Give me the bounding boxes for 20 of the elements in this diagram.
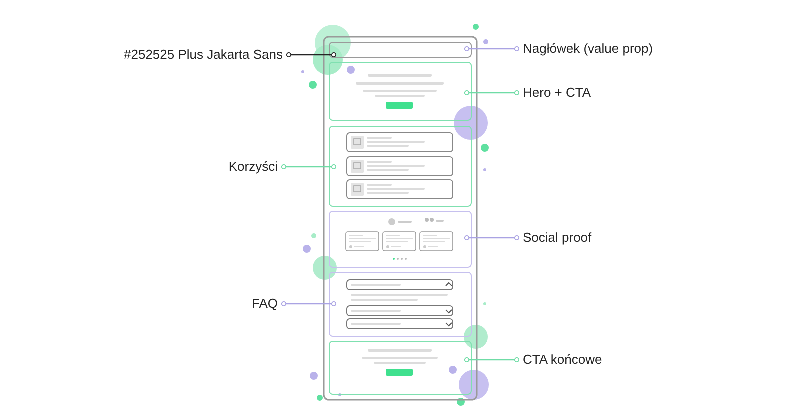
- callout-label: Social proof: [523, 230, 623, 246]
- leader-line: [281, 164, 337, 170]
- leader-line: [464, 90, 520, 96]
- leader-line: [281, 301, 337, 307]
- leader-line: [286, 52, 337, 58]
- leader-line: [464, 46, 520, 52]
- leader-line: [464, 357, 520, 363]
- section-box: [329, 211, 472, 268]
- section-box: [329, 341, 472, 395]
- callout-label: Hero + CTA: [523, 85, 623, 101]
- callout-label: Korzyści: [200, 159, 278, 175]
- section-box: [329, 62, 472, 121]
- leader-line: [464, 235, 520, 241]
- callout-label: FAQ: [230, 296, 278, 312]
- section-box: [329, 126, 472, 207]
- section-box: [329, 272, 472, 337]
- callout-label: CTA końcowe: [523, 352, 633, 368]
- callout-label: #252525 Plus Jakarta Sans: [113, 47, 283, 63]
- section-box: [329, 42, 472, 58]
- callout-label: Nagłówek (value prop): [523, 41, 673, 57]
